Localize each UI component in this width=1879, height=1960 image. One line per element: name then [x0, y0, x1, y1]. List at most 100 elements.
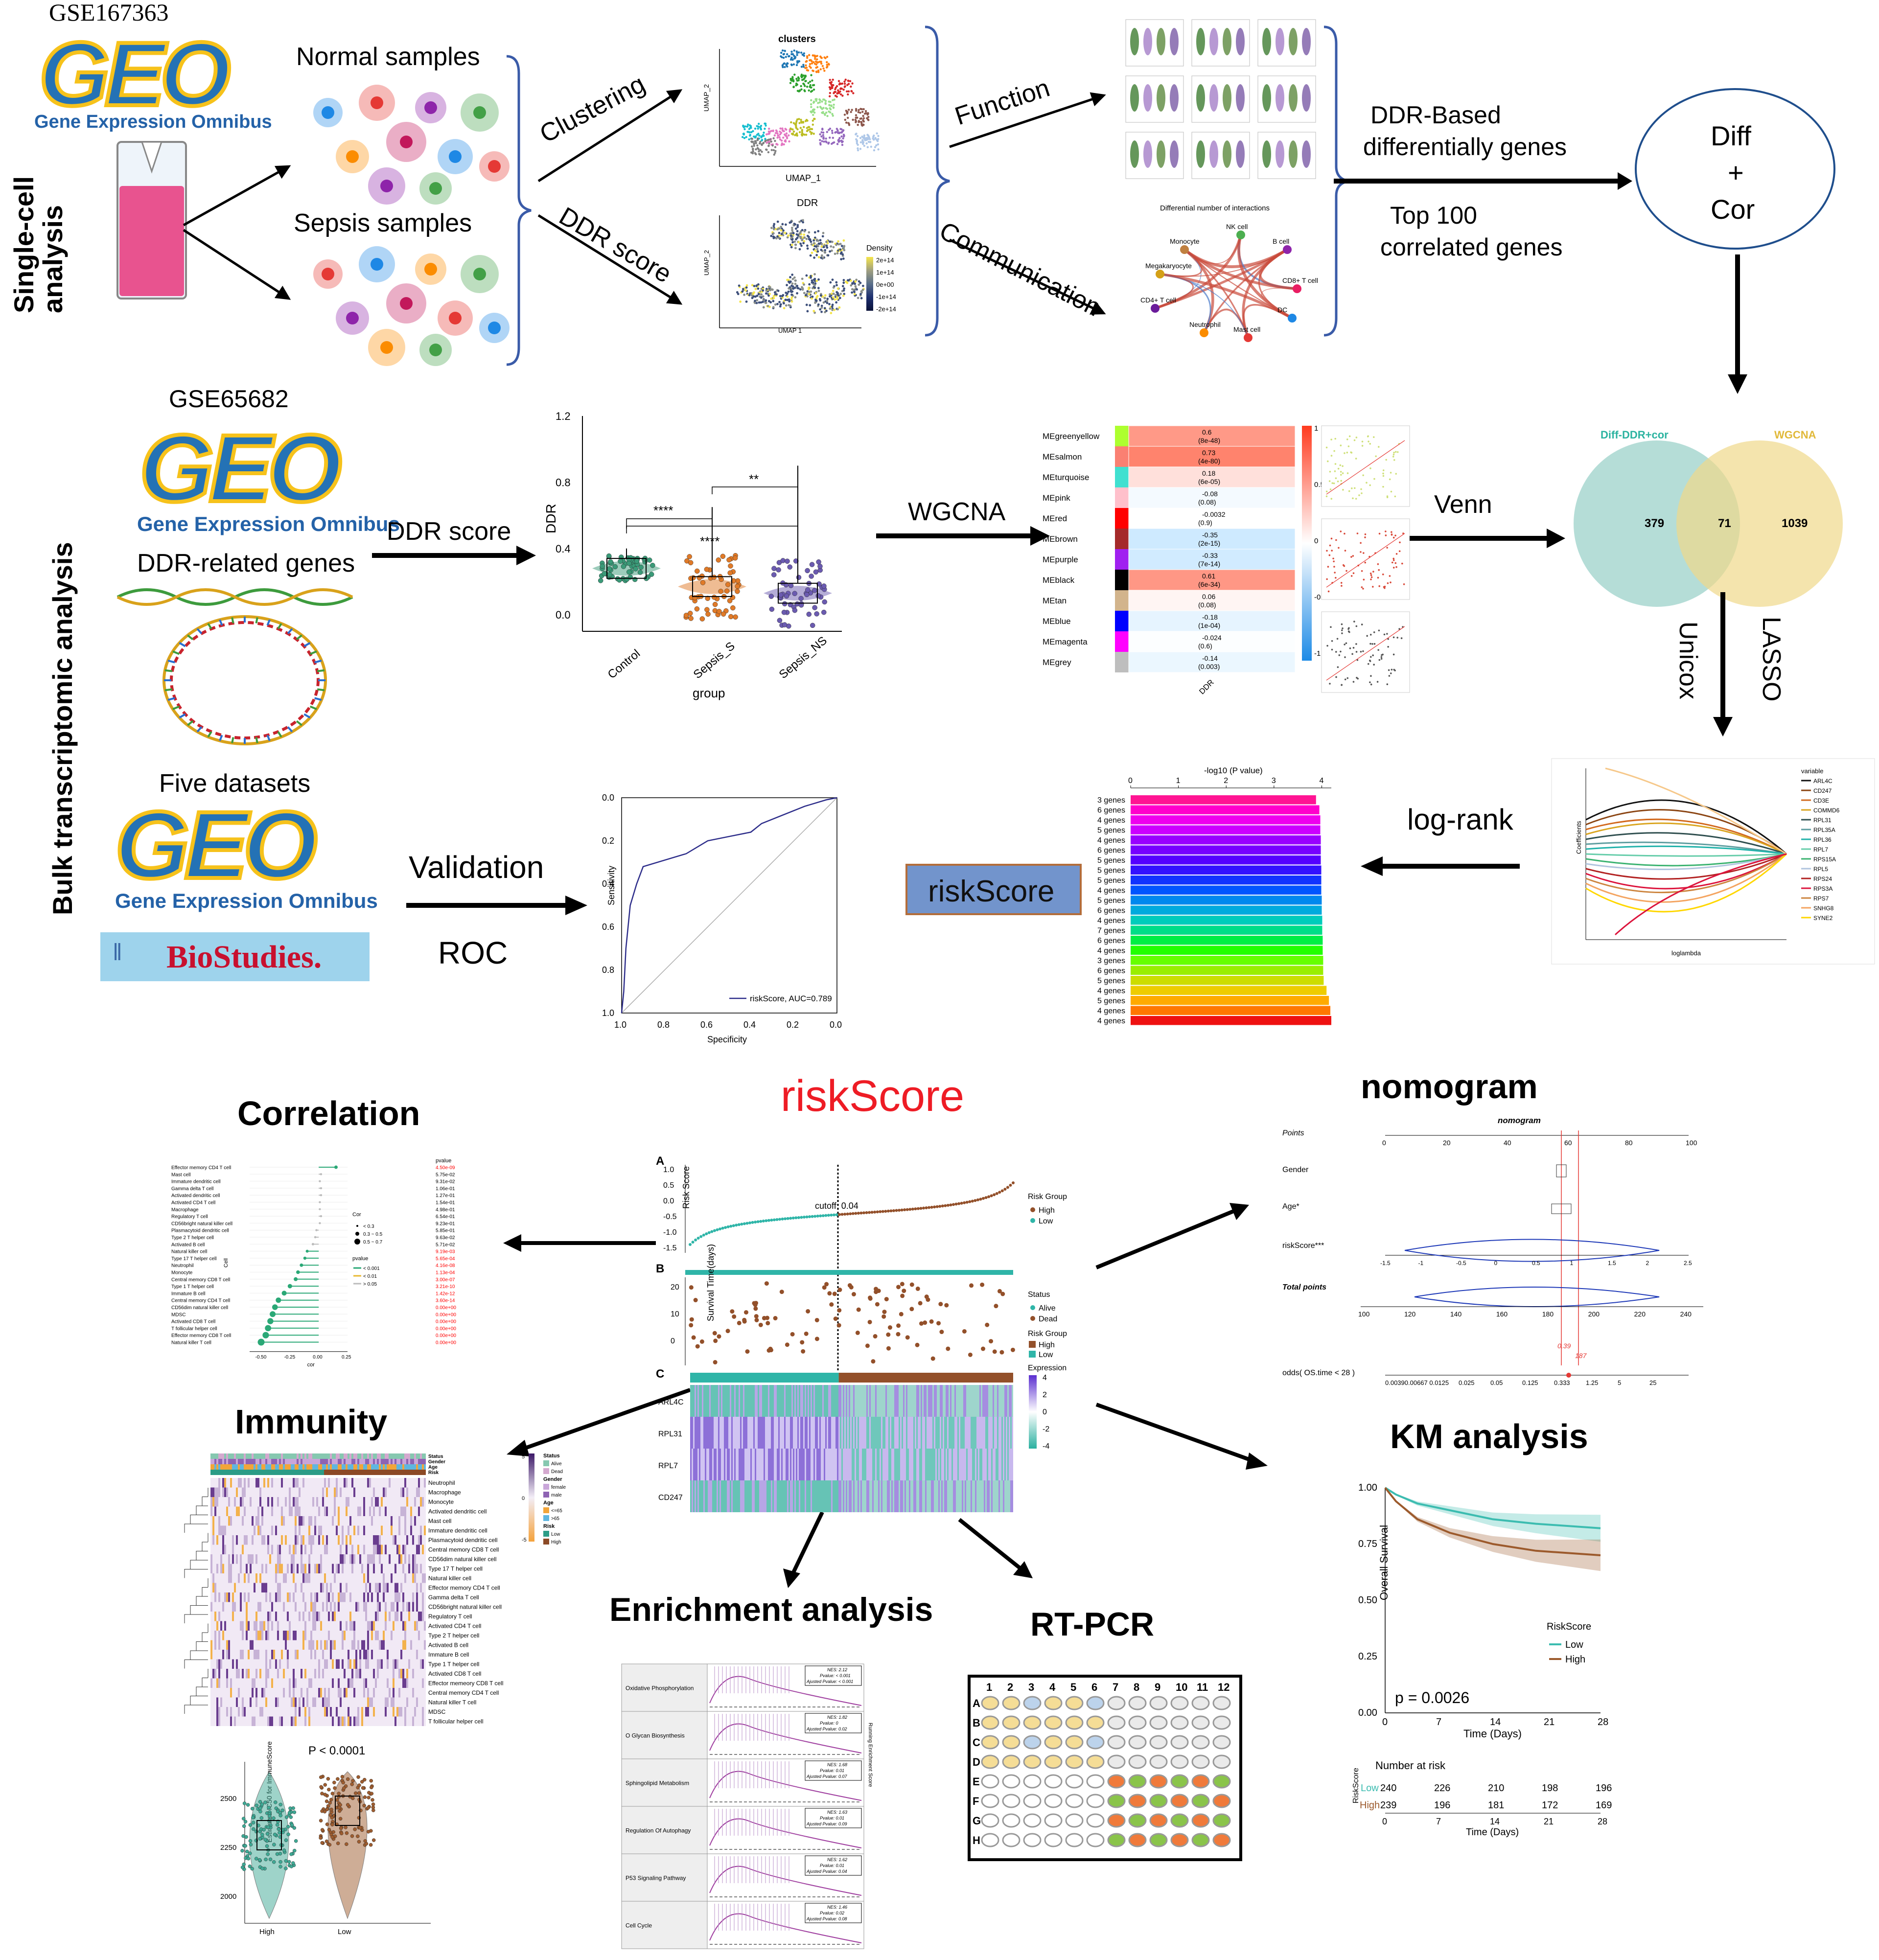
- scatter-point: [1353, 487, 1356, 489]
- density-point: [820, 254, 823, 257]
- heat-cell: [878, 1480, 880, 1512]
- scatter-point: [1346, 472, 1349, 474]
- heat-cell: [230, 1535, 232, 1545]
- density-point: [802, 219, 804, 222]
- heat-cell: [696, 1449, 697, 1480]
- heat-cell: [248, 1478, 250, 1488]
- heat-cell: [394, 1545, 396, 1554]
- lollipop-head: [303, 1256, 307, 1260]
- cell-nucleus: [488, 322, 501, 334]
- heat-cell: [318, 1516, 320, 1526]
- annot-cell: [326, 1470, 328, 1475]
- heat-cell: [896, 1417, 897, 1449]
- scatter-point: [1376, 681, 1379, 683]
- annot-cell: [246, 1470, 248, 1475]
- umap-point: [831, 132, 834, 134]
- umap-point: [761, 138, 764, 141]
- gene-bar: [1131, 845, 1321, 854]
- umap-point: [774, 139, 776, 142]
- gene-bar: [1131, 916, 1322, 925]
- umap-point: [837, 140, 840, 143]
- risk-point: [873, 1210, 877, 1214]
- scatter-point: [1361, 492, 1363, 494]
- density-point: [741, 290, 744, 293]
- risk-point: [849, 1212, 852, 1216]
- scatter-point: [1386, 495, 1389, 497]
- heat-cell: [310, 1497, 312, 1507]
- heat-cell: [316, 1478, 318, 1488]
- heat-cell: [881, 1417, 882, 1449]
- umap-point: [839, 128, 842, 130]
- annot-cell: [304, 1470, 306, 1475]
- heat-cell: [775, 1449, 777, 1480]
- heat-cell: [379, 1478, 381, 1488]
- heat-cell: [265, 1535, 267, 1545]
- heat-cell: [363, 1516, 365, 1526]
- gene-bar: [1131, 936, 1323, 945]
- heat-cell: [803, 1385, 805, 1417]
- x-tick: 1: [1176, 777, 1181, 785]
- annot-cell: [342, 1470, 344, 1475]
- umap-point: [798, 131, 801, 134]
- legend-gene: RPL35A: [1813, 827, 1835, 833]
- heat-cell: [971, 1385, 972, 1417]
- heat-cell: [725, 1449, 727, 1480]
- umap-point: [754, 140, 757, 142]
- heat-cell: [984, 1480, 985, 1512]
- heat-cell: [340, 1554, 342, 1564]
- density-point: [834, 253, 836, 255]
- density-point: [813, 273, 816, 276]
- survival-point: [985, 1322, 990, 1327]
- rtpcr-title: RT-PCR: [1030, 1606, 1155, 1643]
- heat-cell: [322, 1525, 324, 1535]
- heat-cell: [393, 1554, 394, 1564]
- heat-cell: [900, 1449, 902, 1480]
- heat-cell: [766, 1385, 768, 1417]
- heat-cell: [385, 1554, 387, 1564]
- dna-rung: [164, 688, 173, 692]
- heat-cell: [821, 1449, 822, 1480]
- heat-cell: [799, 1480, 800, 1512]
- annot-cell: [283, 1464, 285, 1470]
- umap-point: [795, 120, 798, 122]
- scatter-point: [1369, 443, 1371, 445]
- risk-point: [922, 1206, 925, 1210]
- heat-cell: [410, 1525, 412, 1535]
- heat-cell: [252, 1497, 254, 1507]
- heat-cell: [216, 1487, 218, 1497]
- annot-cell: [357, 1453, 359, 1459]
- heat-cell: [1009, 1449, 1010, 1480]
- survival-point: [790, 1332, 795, 1337]
- umap-point: [860, 121, 863, 123]
- heat-cell: [1010, 1385, 1012, 1417]
- heat-cell: [420, 1478, 422, 1488]
- comm-node: [1244, 333, 1253, 342]
- annot-cell: [240, 1464, 242, 1470]
- heat-cell: [816, 1385, 818, 1417]
- heat-cell: [700, 1449, 702, 1480]
- violin-shape: [1170, 140, 1179, 168]
- cell-label: Effector memory CD8 T cell: [171, 1333, 231, 1338]
- density-point: [796, 230, 799, 232]
- heat-cell: [1000, 1449, 1001, 1480]
- heat-cell: [355, 1487, 357, 1497]
- heat-cell: [257, 1516, 259, 1526]
- density-point: [812, 239, 815, 242]
- scatter-point: [1346, 677, 1349, 679]
- density-point: [773, 291, 776, 294]
- heat-cell: [742, 1417, 743, 1449]
- umap-point: [858, 120, 861, 123]
- annot-cell: [281, 1470, 283, 1475]
- heat-cell: [772, 1449, 774, 1480]
- heat-cell: [412, 1545, 414, 1554]
- heat-cell: [1128, 631, 1296, 652]
- heat-cell: [299, 1506, 301, 1516]
- umap-point: [829, 127, 832, 130]
- heat-cell: [868, 1480, 869, 1512]
- umap-point: [846, 84, 849, 86]
- heat-cell: [398, 1497, 400, 1507]
- umap-point: [861, 124, 864, 127]
- annot-cell: [234, 1453, 236, 1459]
- heat-cell: [402, 1478, 404, 1488]
- annot-cell: [412, 1470, 414, 1475]
